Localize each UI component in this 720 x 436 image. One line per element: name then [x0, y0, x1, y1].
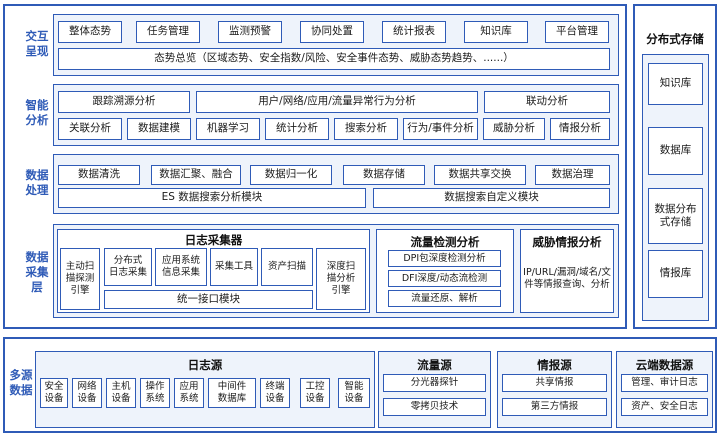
data-normalization: 数据归一化	[250, 165, 332, 185]
src-middleware-database: 中间件 数据库	[208, 378, 256, 408]
search-analysis: 搜索分析	[334, 118, 398, 140]
optical-splitter-probe: 分光器探针	[383, 374, 486, 392]
layer-label-sources: 多源 数据	[9, 368, 33, 397]
threat-intel-query: IP/URL/漏洞/域名/文 件等情报查询、分析	[523, 267, 611, 290]
traffic-detection-title: 流量检测分析	[410, 235, 480, 249]
threat-intel-group	[520, 229, 614, 313]
trace-source-analysis: 跟踪溯源分析	[58, 91, 190, 113]
traffic-restore-parse: 流量还原、解析	[388, 290, 501, 307]
nav-knowledge-base: 知识库	[464, 21, 528, 43]
anomaly-behavior-analysis: 用户/网络/应用/流量异常行为分析	[196, 91, 478, 113]
asset-scan: 资产扫描	[261, 248, 313, 286]
linkage-analysis: 联动分析	[484, 91, 610, 113]
src-smart-device: 智能 设备	[338, 378, 370, 408]
zero-copy-technology: 零拷贝技术	[383, 398, 486, 416]
data-cleaning: 数据清洗	[58, 165, 140, 185]
layer-label-collection: 数据 采集层	[25, 249, 49, 294]
threat-intel-title: 威胁情报分析	[532, 235, 602, 249]
statistical-analysis: 统计分析	[265, 118, 329, 140]
src-operating-system: 操作 系统	[140, 378, 170, 408]
nav-platform-management: 平台管理	[545, 21, 609, 43]
asset-security-log: 资产、安全日志	[621, 398, 708, 416]
dpi-detection: DPI包深度检测分析	[388, 250, 501, 267]
src-network-device: 网络 设备	[72, 378, 102, 408]
distributed-log-collection: 分布式 日志采集	[104, 248, 152, 286]
layer-label-interaction: 交互 呈现	[25, 29, 49, 58]
storage-intelligence-base: 情报库	[648, 250, 703, 298]
storage-database: 数据库	[648, 127, 703, 175]
data-modeling: 数据建模	[127, 118, 191, 140]
data-sharing-exchange: 数据共享交换	[434, 165, 526, 185]
src-application-system: 应用 系统	[174, 378, 204, 408]
layer-label-intelligent: 智能 分析	[25, 98, 49, 127]
app-system-info-collection: 应用系统 信息采集	[155, 248, 207, 286]
data-governance: 数据治理	[535, 165, 610, 185]
deep-scan-engine: 深度扫 描分析 引擎	[316, 248, 366, 310]
nav-collaborative-disposal: 协同处置	[300, 21, 364, 43]
correlation-analysis: 关联分析	[58, 118, 122, 140]
shared-intelligence: 共享情报	[502, 374, 607, 392]
nav-overall-situation: 整体态势	[58, 21, 122, 43]
behavior-event-analysis: 行为/事件分析	[403, 118, 478, 140]
intelligence-analysis: 情报分析	[550, 118, 610, 140]
data-aggregation-fusion: 数据汇聚、融合	[151, 165, 241, 185]
src-industrial-control-device: 工控 设备	[300, 378, 330, 408]
src-terminal-device: 终端 设备	[260, 378, 290, 408]
nav-statistical-report: 统计报表	[382, 21, 446, 43]
es-search-module: ES 数据搜索分析模块	[58, 188, 366, 208]
storage-title: 分布式存储	[646, 32, 704, 46]
storage-distributed: 数据分布 式存储	[648, 188, 703, 244]
nav-task-management: 任务管理	[136, 21, 200, 43]
log-source-title: 日志源	[187, 358, 223, 372]
intel-source-title: 情报源	[537, 358, 572, 372]
src-host-device: 主机 设备	[106, 378, 136, 408]
situation-overview-bar: 态势总览（区域态势、安全指数/风险、安全事件态势、威胁态势趋势、......）	[58, 48, 610, 70]
threat-analysis: 威胁分析	[483, 118, 545, 140]
src-security-device: 安全 设备	[40, 378, 68, 408]
layer-label-processing: 数据 处理	[25, 168, 49, 197]
flow-source-title: 流量源	[417, 358, 452, 372]
machine-learning: 机器学习	[196, 118, 260, 140]
storage-knowledge-base: 知识库	[648, 63, 703, 105]
data-storage: 数据存储	[343, 165, 425, 185]
unified-interface-module: 统一接口模块	[104, 290, 313, 309]
log-collector-title: 日志采集器	[184, 233, 243, 247]
dfi-detection: DFI深度/动态流检测	[388, 270, 501, 287]
active-scan-engine: 主动扫 描探测 引擎	[60, 248, 100, 310]
third-party-intelligence: 第三方情报	[502, 398, 607, 416]
custom-search-module: 数据搜索自定义模块	[373, 188, 610, 208]
management-audit-log: 管理、审计日志	[621, 374, 708, 392]
collection-tools: 采集工具	[210, 248, 258, 286]
nav-monitoring-warning: 监测预警	[218, 21, 282, 43]
cloud-source-title: 云端数据源	[635, 358, 694, 372]
